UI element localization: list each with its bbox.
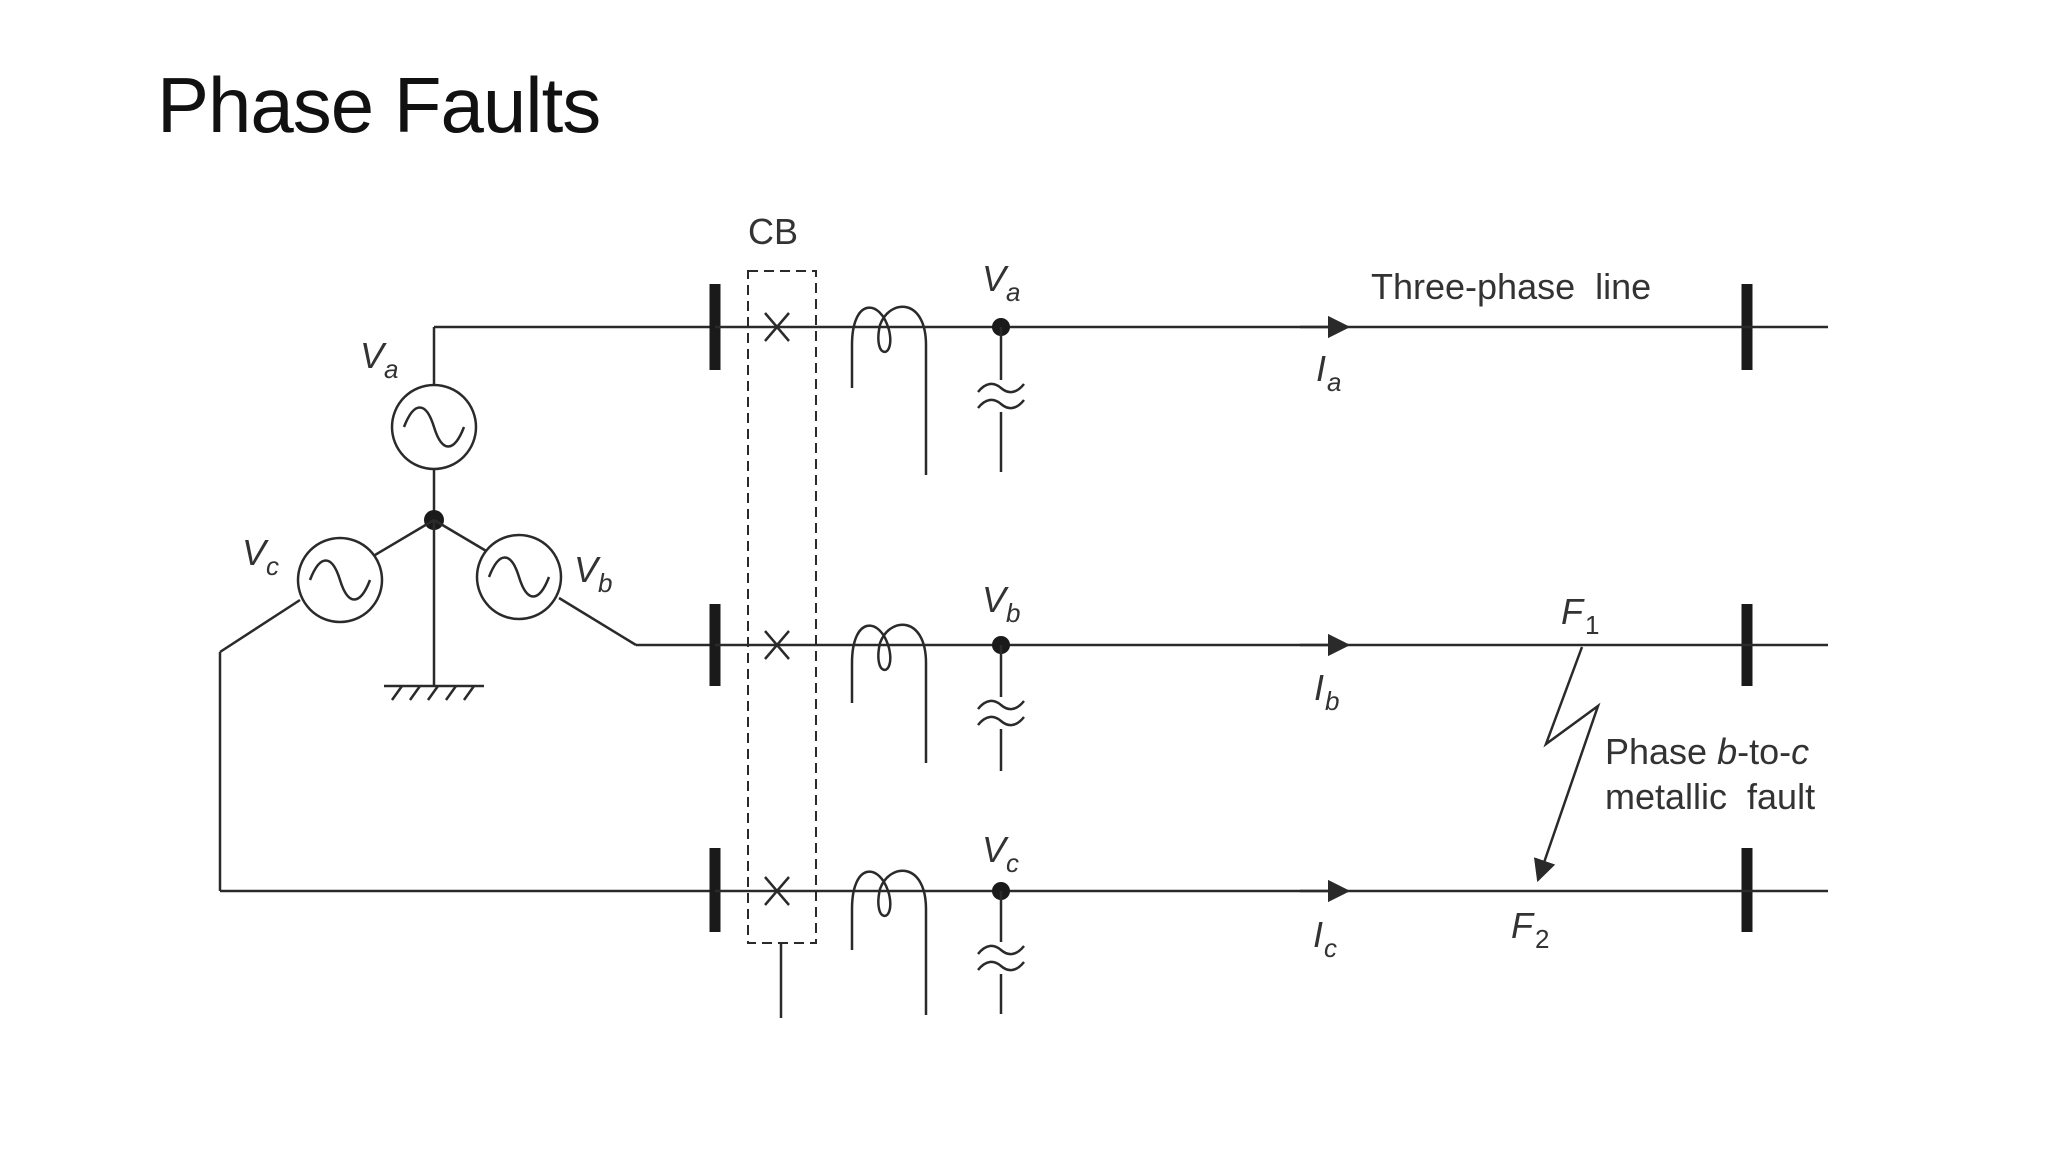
page-title: Phase Faults bbox=[157, 61, 601, 149]
ground-icon bbox=[384, 684, 484, 701]
current-transformer-b-icon bbox=[850, 623, 928, 763]
source-wye bbox=[218, 325, 712, 893]
current-label-ia: I a bbox=[1316, 348, 1341, 397]
svg-text:V: V bbox=[982, 258, 1009, 299]
svg-text:c: c bbox=[266, 551, 279, 581]
svg-text:c: c bbox=[1006, 848, 1019, 878]
fault-lightning-icon bbox=[1533, 646, 1601, 883]
svg-text:a: a bbox=[384, 354, 398, 384]
circuit-breaker-box bbox=[747, 270, 817, 944]
svg-text:1: 1 bbox=[1585, 610, 1599, 640]
current-label-ic: I c bbox=[1313, 914, 1337, 963]
svg-text:V: V bbox=[982, 829, 1009, 870]
line-label-vb: V b bbox=[982, 579, 1020, 628]
source-label-va: V a bbox=[360, 335, 398, 384]
svg-text:V: V bbox=[242, 532, 269, 573]
generator-c-icon bbox=[296, 536, 384, 624]
generator-a-icon bbox=[390, 383, 478, 471]
source-label-vb: V b bbox=[574, 549, 612, 598]
line-label-va: V a bbox=[982, 258, 1020, 307]
svg-text:a: a bbox=[1327, 367, 1341, 397]
voltage-transformer-b-icon bbox=[977, 636, 1025, 771]
svg-text:I: I bbox=[1316, 348, 1326, 389]
svg-text:b: b bbox=[1325, 686, 1339, 716]
svg-text:b: b bbox=[1006, 598, 1020, 628]
generator-b-icon bbox=[475, 533, 563, 621]
svg-text:I: I bbox=[1313, 914, 1323, 955]
svg-text:2: 2 bbox=[1535, 924, 1549, 954]
voltage-transformer-c-icon bbox=[977, 882, 1025, 1014]
line-label: Three-phase line bbox=[1371, 266, 1651, 307]
source-label-vc: V c bbox=[242, 532, 279, 581]
fault-description-line-1: Phase b-to-c bbox=[1605, 731, 1809, 772]
current-label-ib: I b bbox=[1314, 667, 1339, 716]
svg-text:I: I bbox=[1314, 667, 1324, 708]
svg-text:c: c bbox=[1324, 933, 1337, 963]
svg-text:F: F bbox=[1561, 591, 1585, 632]
current-transformer-a-icon bbox=[850, 305, 928, 475]
fault-point-f2: F 2 bbox=[1511, 905, 1549, 954]
current-transformer-c-icon bbox=[850, 869, 928, 1015]
fault-point-f1: F 1 bbox=[1561, 591, 1599, 640]
fault-description-line-2: metallic fault bbox=[1605, 776, 1815, 817]
breaker-contact-c-icon bbox=[764, 876, 790, 906]
svg-text:V: V bbox=[982, 579, 1009, 620]
svg-text:V: V bbox=[574, 549, 601, 590]
svg-text:F: F bbox=[1511, 905, 1535, 946]
breaker-contact-b-icon bbox=[764, 630, 790, 660]
svg-text:a: a bbox=[1006, 277, 1020, 307]
cb-label: CB bbox=[748, 211, 798, 252]
line-label-vc: V c bbox=[982, 829, 1019, 878]
breaker-contact-a-icon bbox=[764, 312, 790, 342]
voltage-transformer-a-icon bbox=[977, 318, 1025, 472]
svg-text:V: V bbox=[360, 335, 387, 376]
svg-text:b: b bbox=[598, 568, 612, 598]
